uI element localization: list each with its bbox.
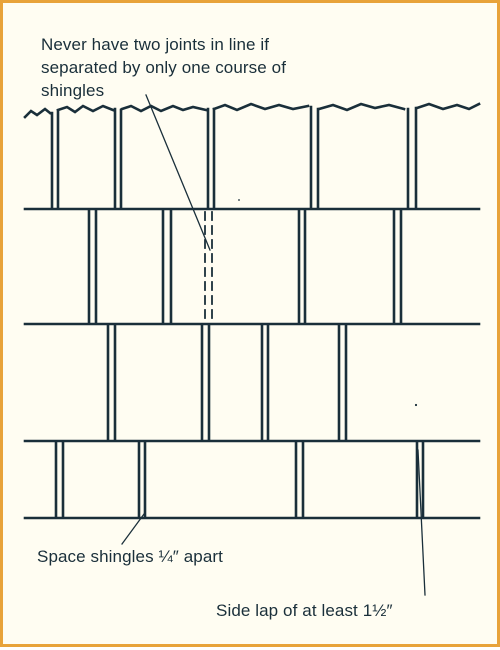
leader-lines [121, 94, 426, 596]
spacing-note: Space shingles ¼″ apart [37, 547, 223, 566]
shingle-row-3 [23, 323, 481, 443]
speck [238, 199, 240, 201]
joints-note-line-3: shingles [41, 81, 105, 100]
spacing-leader-line [121, 513, 145, 545]
joints-note-line-2: separated by only one course of [41, 58, 287, 77]
side-lap-leader-line [417, 449, 426, 596]
side-lap-note: Side lap of at least 1½″ [216, 601, 393, 620]
shingle-row-4 [23, 440, 481, 520]
row-1-top-torn-edge [23, 102, 481, 119]
shingle-row-1 [23, 102, 481, 211]
joint-alignment-guide [204, 211, 213, 324]
joints-leader-line [145, 94, 211, 251]
joints-note-line-1: Never have two joints in line if [41, 35, 270, 54]
shingle-courses-drawing [23, 94, 481, 596]
shingle-row-2 [23, 208, 481, 326]
speck [414, 403, 418, 407]
